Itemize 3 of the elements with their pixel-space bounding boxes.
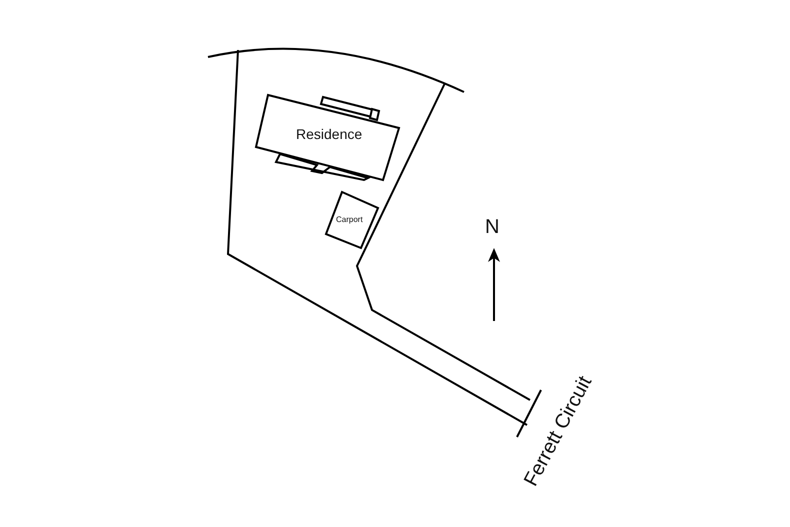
- building-label: Residence: [296, 126, 362, 142]
- north-label: N: [485, 216, 500, 239]
- building-label: Carport: [336, 215, 363, 224]
